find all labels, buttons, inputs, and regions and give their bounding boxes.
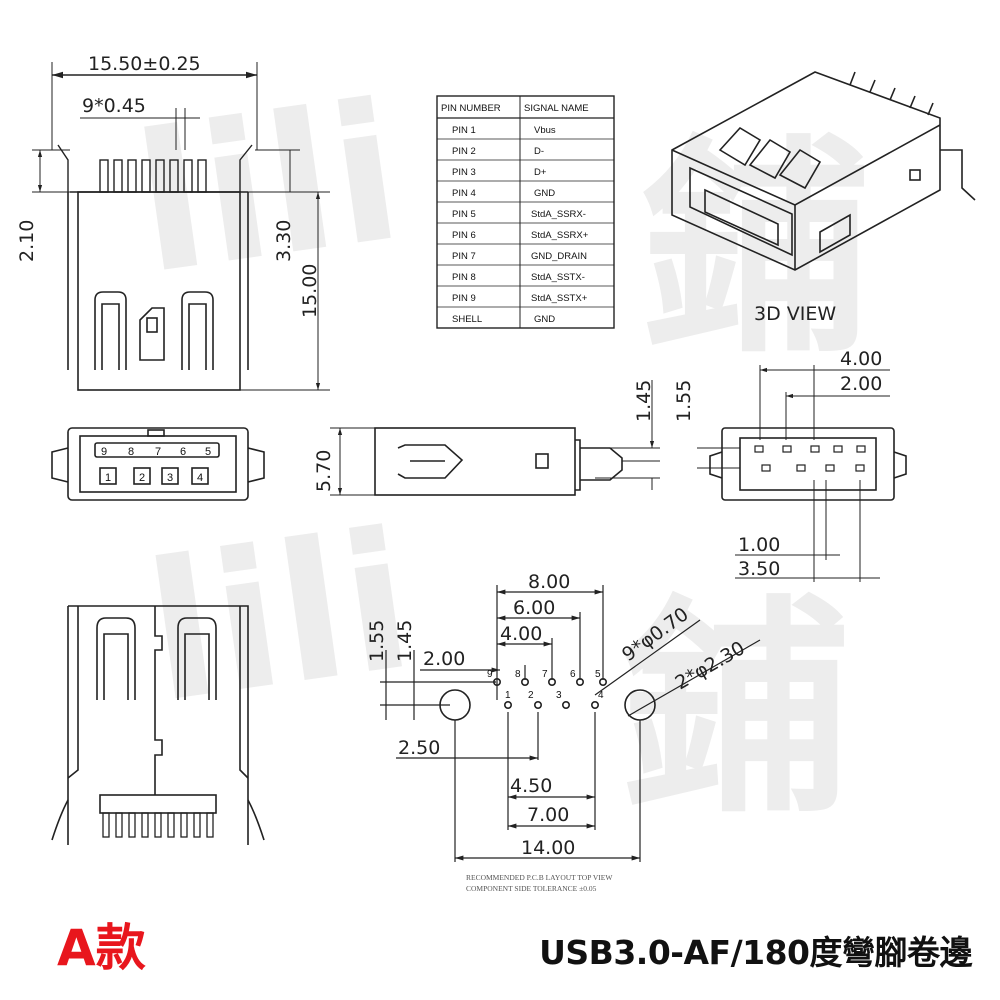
dim-body-height: 15.00: [299, 264, 321, 318]
pin-table-cell: PIN 5: [452, 209, 476, 220]
front-upper-pin: 5: [205, 446, 211, 458]
dim-rear-2: 2.00: [840, 373, 882, 395]
pcb-hole-label: 7: [542, 669, 548, 680]
front-upper-pin: 8: [128, 446, 134, 458]
pin-table-cell: GND: [534, 314, 555, 325]
front-lower-pin: 1: [105, 472, 111, 484]
variant-label: A款: [57, 919, 146, 977]
rear-view: [697, 365, 907, 582]
pcb-note: RECOMMENDED P.C.B LAYOUT TOP VIEW COMPON…: [466, 873, 613, 893]
front-lower-pin: 3: [167, 472, 173, 484]
dim-pcb-155: 1.55: [366, 620, 388, 662]
watermark-text-2: lili: [135, 490, 424, 745]
pin-table-cell: PIN 2: [452, 146, 476, 157]
model-label: USB3.0-AF/180度彎腳卷邊: [539, 933, 972, 972]
watermark-glyph-2: 鋪: [620, 578, 850, 845]
pin-table-header-signal: SIGNAL NAME: [524, 103, 589, 114]
dim-side-b: 1.55: [673, 380, 695, 422]
view-3d-label: 3D VIEW: [754, 303, 836, 325]
pin-table-cell: StdA_SSTX+: [531, 293, 588, 304]
pin-table-cell: PIN 8: [452, 272, 476, 283]
pin-table-cell: GND_DRAIN: [531, 251, 587, 262]
front-upper-pin: 6: [180, 446, 186, 458]
pin-table-cell: StdA_SSRX-: [531, 209, 586, 220]
pcb-hole-label: 8: [515, 669, 521, 680]
pin-table-cell: PIN 9: [452, 293, 476, 304]
dim-pcb-145: 1.45: [394, 620, 416, 662]
top-view-dims: 15.50±0.25 9*0.45 2.10 3.30 15.00: [16, 53, 321, 318]
dim-pcb-2: 2.00: [423, 648, 465, 670]
pcb-hole-label: 3: [556, 690, 562, 701]
side-view-dims: 5.70 1.45 1.55: [313, 380, 695, 492]
side-view: [330, 380, 660, 496]
dim-rear-35: 3.50: [738, 558, 780, 580]
dim-side-a: 1.45: [633, 380, 655, 422]
pcb-hole-label: 6: [570, 669, 576, 680]
rear-view-dims: 4.00 2.00 1.00 3.50: [738, 348, 882, 580]
pcb-note-line-2: COMPONENT SIDE TOLERANCE ±0.05: [466, 884, 597, 893]
bottom-view: [51, 605, 265, 845]
dim-pcb-8: 8.00: [528, 571, 570, 593]
pcb-hole-label: 5: [595, 669, 601, 680]
pcb-layout: [380, 585, 761, 862]
dim-pitch: 9*0.45: [82, 95, 146, 117]
pcb-hole-label: 2: [528, 690, 534, 701]
dim-rear-4: 4.00: [840, 348, 882, 370]
pin-table-header-pin: PIN NUMBER: [441, 103, 501, 114]
pin-table-cell: GND: [534, 188, 555, 199]
front-lower-pin: 4: [197, 472, 203, 484]
front-view: [51, 427, 265, 501]
top-view: [32, 62, 330, 391]
pin-table-cell: StdA_SSRX+: [531, 230, 589, 241]
watermark-text-1: lili: [124, 61, 413, 316]
pcb-note-line-1: RECOMMENDED P.C.B LAYOUT TOP VIEW: [466, 873, 613, 882]
dim-right-height: 3.30: [273, 220, 295, 262]
dim-pcb-6: 6.00: [513, 597, 555, 619]
front-upper-pin: 7: [155, 446, 161, 458]
pin-table-cell: PIN 1: [452, 125, 476, 136]
pcb-hole-label: 4: [598, 690, 604, 701]
pin-table: PIN NUMBER SIGNAL NAME PIN 1 Vbus PIN 2 …: [436, 95, 615, 329]
pin-table-cell: D-: [534, 146, 544, 157]
pcb-hole-labels: 9 8 7 6 5 1 2 3 4: [487, 669, 604, 701]
dim-pcb-4: 4.00: [500, 623, 542, 645]
dim-left-height: 2.10: [16, 220, 38, 262]
pin-table-cell: PIN 4: [452, 188, 476, 199]
pin-table-cell: PIN 6: [452, 230, 476, 241]
pin-table-cell: StdA_SSTX-: [531, 272, 585, 283]
dim-pcb-1400: 14.00: [521, 837, 575, 859]
pin-table-cell: SHELL: [452, 314, 482, 325]
pin-table-cell: Vbus: [534, 125, 556, 136]
dim-pcb-450: 4.50: [510, 775, 552, 797]
pin-table-cell: PIN 7: [452, 251, 476, 262]
front-view-pin-labels: 9 8 7 6 5 1 2 3 4: [101, 446, 211, 484]
dim-rear-1: 1.00: [738, 534, 780, 556]
dim-pcb-250: 2.50: [398, 737, 440, 759]
dim-side-height: 5.70: [313, 450, 335, 492]
front-lower-pin: 2: [139, 472, 145, 484]
pin-table-cell: D+: [534, 167, 547, 178]
pin-table-cell: PIN 3: [452, 167, 476, 178]
view-3d: [671, 71, 976, 271]
dim-pcb-700: 7.00: [527, 804, 569, 826]
front-upper-pin: 9: [101, 446, 107, 458]
pcb-hole-label: 9: [487, 669, 493, 680]
pcb-hole-label: 1: [505, 690, 511, 701]
dim-width: 15.50±0.25: [88, 53, 201, 75]
